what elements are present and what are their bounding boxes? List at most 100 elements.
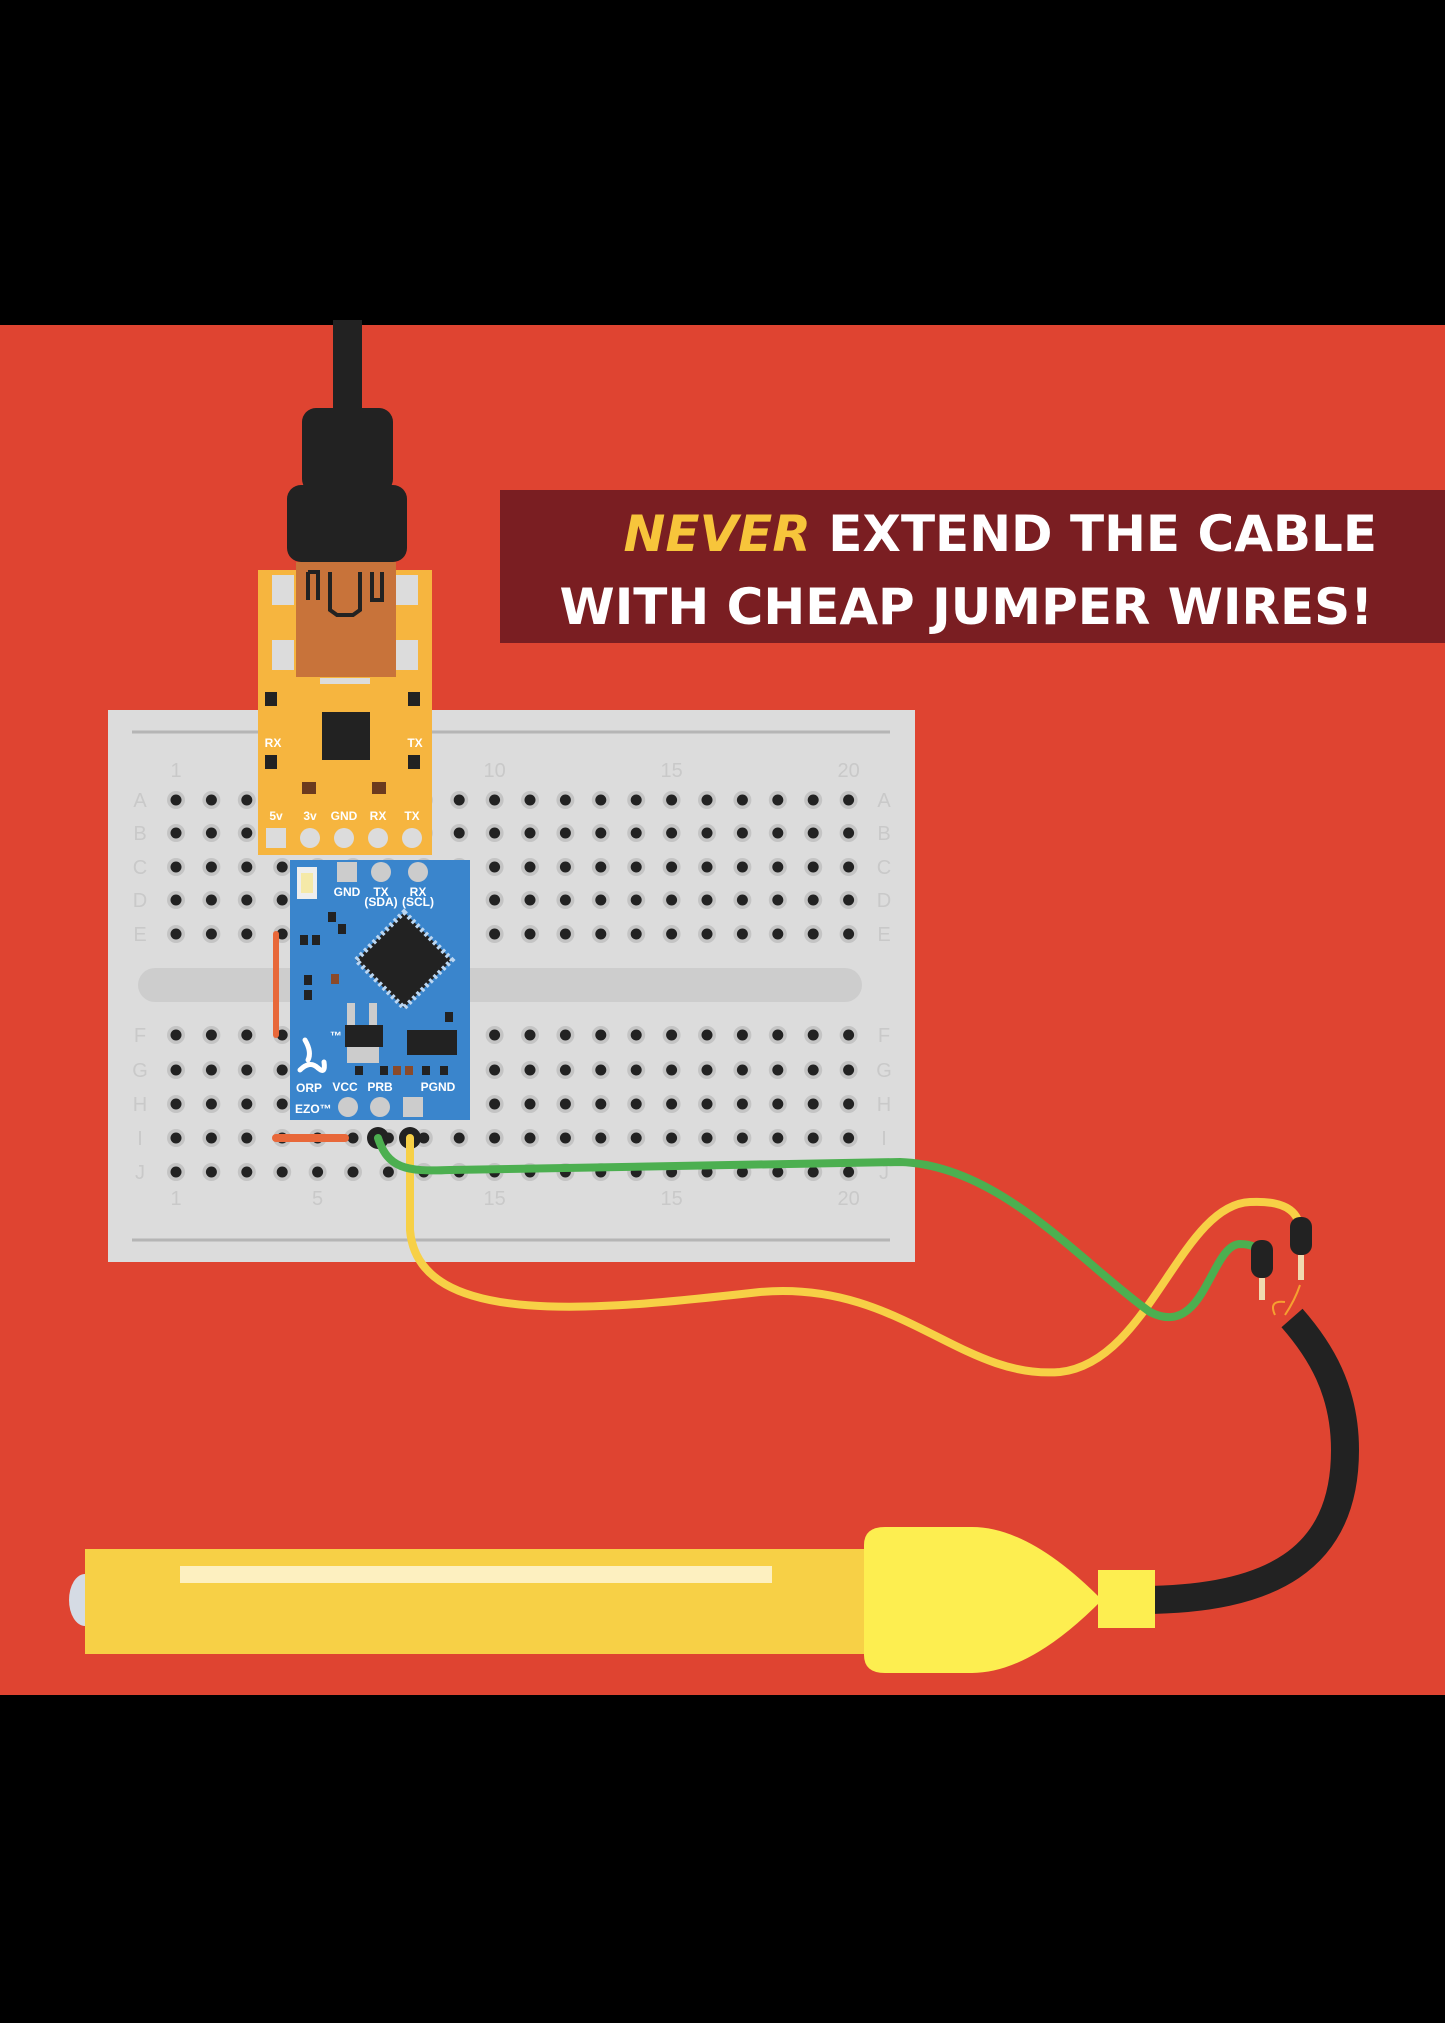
breadboard-hole[interactable] [843,1166,855,1178]
breadboard-hole[interactable] [524,861,536,873]
breadboard-hole[interactable] [807,1098,819,1110]
breadboard-hole[interactable] [170,1098,182,1110]
breadboard-hole[interactable] [489,827,501,839]
breadboard-hole[interactable] [559,928,571,940]
breadboard-hole[interactable] [559,794,571,806]
breadboard-hole[interactable] [666,861,678,873]
breadboard-hole[interactable] [807,861,819,873]
breadboard-hole[interactable] [843,1132,855,1144]
breadboard-hole[interactable] [170,1132,182,1144]
breadboard-hole[interactable] [524,1132,536,1144]
breadboard-hole[interactable] [807,1166,819,1178]
breadboard-hole[interactable] [630,861,642,873]
breadboard-hole[interactable] [736,894,748,906]
breadboard-hole[interactable] [241,1029,253,1041]
breadboard-hole[interactable] [559,1064,571,1076]
breadboard-hole[interactable] [772,1132,784,1144]
breadboard-hole[interactable] [630,794,642,806]
breadboard-hole[interactable] [241,1166,253,1178]
breadboard-hole[interactable] [666,928,678,940]
breadboard-hole[interactable] [666,1132,678,1144]
breadboard-hole[interactable] [241,894,253,906]
breadboard-hole[interactable] [701,894,713,906]
breadboard-hole[interactable] [559,894,571,906]
breadboard-hole[interactable] [807,894,819,906]
breadboard-hole[interactable] [418,1132,430,1144]
breadboard-hole[interactable] [489,928,501,940]
breadboard-hole[interactable] [241,794,253,806]
breadboard-hole[interactable] [489,1029,501,1041]
breadboard-hole[interactable] [489,1098,501,1110]
breadboard-hole[interactable] [489,1132,501,1144]
breadboard-hole[interactable] [772,827,784,839]
breadboard-hole[interactable] [170,827,182,839]
breadboard-hole[interactable] [595,1064,607,1076]
breadboard-hole[interactable] [170,794,182,806]
breadboard-hole[interactable] [205,1098,217,1110]
breadboard-hole[interactable] [170,1166,182,1178]
breadboard-hole[interactable] [630,1029,642,1041]
breadboard-hole[interactable] [843,1064,855,1076]
breadboard-hole[interactable] [701,1098,713,1110]
breadboard-hole[interactable] [701,1132,713,1144]
breadboard-hole[interactable] [595,928,607,940]
breadboard-hole[interactable] [595,1029,607,1041]
breadboard-hole[interactable] [666,794,678,806]
breadboard-hole[interactable] [843,1029,855,1041]
breadboard-hole[interactable] [772,1064,784,1076]
breadboard-hole[interactable] [453,1132,465,1144]
breadboard-hole[interactable] [276,1166,288,1178]
breadboard-hole[interactable] [807,928,819,940]
breadboard-hole[interactable] [559,1132,571,1144]
breadboard-hole[interactable] [736,928,748,940]
breadboard-hole[interactable] [524,1098,536,1110]
breadboard-hole[interactable] [205,1064,217,1076]
breadboard-hole[interactable] [701,861,713,873]
breadboard-hole[interactable] [807,1064,819,1076]
breadboard-hole[interactable] [205,827,217,839]
breadboard-hole[interactable] [595,794,607,806]
breadboard-hole[interactable] [772,861,784,873]
breadboard-hole[interactable] [524,1064,536,1076]
breadboard-hole[interactable] [807,1132,819,1144]
breadboard-hole[interactable] [736,827,748,839]
breadboard-hole[interactable] [382,1166,394,1178]
breadboard-hole[interactable] [736,794,748,806]
breadboard-hole[interactable] [595,861,607,873]
breadboard-hole[interactable] [807,794,819,806]
breadboard-hole[interactable] [807,827,819,839]
breadboard-hole[interactable] [170,928,182,940]
breadboard-hole[interactable] [276,894,288,906]
breadboard-hole[interactable] [736,1166,748,1178]
breadboard-hole[interactable] [170,1064,182,1076]
breadboard-hole[interactable] [701,794,713,806]
breadboard-hole[interactable] [524,928,536,940]
breadboard-hole[interactable] [347,1132,359,1144]
breadboard-hole[interactable] [205,861,217,873]
breadboard-hole[interactable] [489,794,501,806]
breadboard-hole[interactable] [559,827,571,839]
breadboard-hole[interactable] [595,1132,607,1144]
breadboard-hole[interactable] [524,894,536,906]
breadboard-hole[interactable] [630,1098,642,1110]
breadboard-hole[interactable] [666,894,678,906]
breadboard-hole[interactable] [347,1166,359,1178]
breadboard-hole[interactable] [772,894,784,906]
breadboard-hole[interactable] [205,1132,217,1144]
breadboard-hole[interactable] [276,1064,288,1076]
breadboard-hole[interactable] [241,928,253,940]
breadboard-hole[interactable] [170,861,182,873]
breadboard-hole[interactable] [276,1029,288,1041]
breadboard-hole[interactable] [736,1098,748,1110]
breadboard-hole[interactable] [630,827,642,839]
breadboard-hole[interactable] [241,827,253,839]
breadboard-hole[interactable] [843,894,855,906]
breadboard-hole[interactable] [701,1029,713,1041]
breadboard-hole[interactable] [170,894,182,906]
breadboard-hole[interactable] [630,894,642,906]
breadboard-hole[interactable] [701,928,713,940]
breadboard-hole[interactable] [595,1098,607,1110]
breadboard-hole[interactable] [524,794,536,806]
breadboard-hole[interactable] [241,1132,253,1144]
breadboard-hole[interactable] [205,1166,217,1178]
